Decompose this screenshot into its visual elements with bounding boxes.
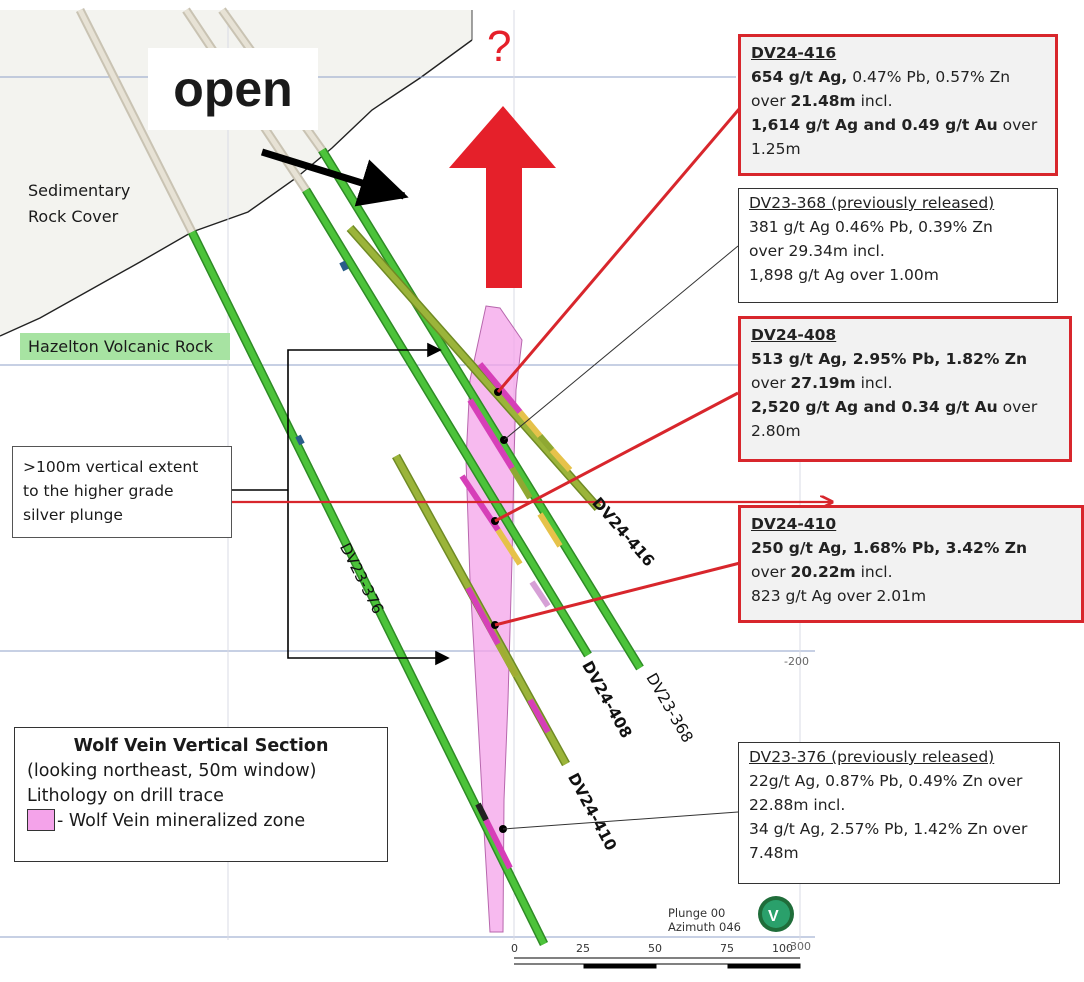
callout-text: 2.80m	[751, 422, 801, 440]
callout-line: over 20.22m incl.	[751, 560, 1071, 584]
open-label: open	[148, 48, 318, 130]
open-arrow	[449, 106, 556, 288]
callout-text: 0.47% Pb, 0.57% Zn	[847, 68, 1011, 86]
legend-line-1: (looking northeast, 50m window)	[27, 761, 317, 781]
callout-line: 22g/t Ag, 0.87% Pb, 0.49% Zn over	[749, 769, 1049, 793]
callout-line: 7.48m	[749, 841, 1049, 865]
callout-text: 1,898 g/t Ag over 1.00m	[749, 266, 939, 284]
scale-label-75: 75	[720, 942, 734, 955]
scale-label-50: 50	[648, 942, 662, 955]
callout-line: 513 g/t Ag, 2.95% Pb, 1.82% Zn	[751, 347, 1059, 371]
callout-dv23-368: DV23-368 (previously released) 381 g/t A…	[738, 188, 1058, 303]
scale-label-25: 25	[576, 942, 590, 955]
svg-text:V: V	[768, 908, 779, 925]
callout-line: 2.80m	[751, 419, 1059, 443]
callout-lines: 381 g/t Ag 0.46% Pb, 0.39% Zn over 29.34m…	[749, 215, 1047, 287]
callout-lines: 513 g/t Ag, 2.95% Pb, 1.82% Zn over 27.19…	[751, 347, 1059, 443]
callout-dv24-410: DV24-410 250 g/t Ag, 1.68% Pb, 3.42% Zn o…	[738, 505, 1084, 623]
callout-text: 27.19m	[790, 374, 856, 392]
callout-text: 22.88m incl.	[749, 796, 846, 814]
elevation-label-300: -300	[786, 940, 811, 953]
cover-contact-line	[0, 39, 473, 337]
grid-lines	[0, 76, 815, 938]
hazelton-label: Hazelton Volcanic Rock	[20, 333, 230, 360]
compass-logo: V	[758, 896, 794, 932]
extent-bracket	[232, 342, 450, 666]
scale-bar	[514, 957, 801, 969]
callout-title: DV24-410	[751, 515, 837, 533]
callout-text: 654 g/t Ag,	[751, 68, 848, 86]
callout-title: DV23-376 (previously released)	[749, 748, 995, 766]
question-mark: ?	[487, 22, 512, 71]
callout-line: 381 g/t Ag 0.46% Pb, 0.39% Zn	[749, 215, 1047, 239]
callout-line: over 29.34m incl.	[749, 239, 1047, 263]
callout-dv24-408: DV24-408 513 g/t Ag, 2.95% Pb, 1.82% Zn o…	[738, 316, 1072, 462]
callout-line: 34 g/t Ag, 2.57% Pb, 1.42% Zn over	[749, 817, 1049, 841]
callout-text: incl.	[855, 374, 893, 392]
callout-line: 22.88m incl.	[749, 793, 1049, 817]
scale-label-100: 100	[772, 942, 793, 955]
legend-swatch	[27, 809, 55, 831]
callout-title: DV23-368 (previously released)	[749, 194, 995, 212]
legend: Wolf Vein Vertical Section (looking nort…	[14, 727, 388, 862]
callout-line: over 27.19m incl.	[751, 371, 1059, 395]
callout-text: 250 g/t Ag, 1.68% Pb, 3.42% Zn	[751, 539, 1028, 557]
scale-label-0: 0	[511, 942, 518, 955]
callout-text: 381 g/t Ag 0.46% Pb, 0.39% Zn	[749, 218, 993, 236]
callout-text: over 29.34m incl.	[749, 242, 885, 260]
callout-text: over	[751, 92, 791, 110]
vertical-extent-note: >100m vertical extent to the higher grad…	[12, 446, 232, 538]
callout-text: 2,520 g/t Ag and 0.34 g/t Au	[751, 398, 998, 416]
pointer-arrow	[260, 148, 409, 207]
legend-swatch-label: - Wolf Vein mineralized zone	[57, 811, 306, 831]
callout-text: over	[751, 563, 791, 581]
orientation-note: Plunge 00 Azimuth 046	[668, 906, 741, 934]
callout-text: 7.48m	[749, 844, 799, 862]
sedimentary-label: Sedimentary Rock Cover	[28, 181, 131, 226]
legend-line-2: Lithology on drill trace	[27, 786, 224, 806]
callout-text: 22g/t Ag, 0.87% Pb, 0.49% Zn over	[749, 772, 1023, 790]
callout-text: 823 g/t Ag over 2.01m	[751, 587, 927, 605]
callout-text: over	[997, 116, 1038, 134]
callout-text: over	[997, 398, 1038, 416]
callout-text: 34 g/t Ag, 2.57% Pb, 1.42% Zn over	[749, 820, 1028, 838]
callout-text: 20.22m	[790, 563, 856, 581]
callout-line: over 21.48m incl.	[751, 89, 1045, 113]
callout-text: 21.48m	[790, 92, 856, 110]
callout-lines: 250 g/t Ag, 1.68% Pb, 3.42% Zn over 20.22…	[751, 536, 1071, 608]
callout-line: 654 g/t Ag, 0.47% Pb, 0.57% Zn	[751, 65, 1045, 89]
callout-line: 1,898 g/t Ag over 1.00m	[749, 263, 1047, 287]
callout-text: over	[751, 374, 791, 392]
callout-text: 1.25m	[751, 140, 801, 158]
callout-line: 250 g/t Ag, 1.68% Pb, 3.42% Zn	[751, 536, 1071, 560]
elevation-label-200: -200	[784, 655, 809, 668]
callout-line: 2,520 g/t Ag and 0.34 g/t Au over	[751, 395, 1059, 419]
callout-text: 513 g/t Ag, 2.95% Pb, 1.82% Zn	[751, 350, 1028, 368]
callout-text: 1,614 g/t Ag and 0.49 g/t Au	[751, 116, 998, 134]
callout-lines: 22g/t Ag, 0.87% Pb, 0.49% Zn over 22.88m …	[749, 769, 1049, 865]
legend-item: - Wolf Vein mineralized zone	[15, 809, 387, 834]
callout-line: 1,614 g/t Ag and 0.49 g/t Au over	[751, 113, 1045, 137]
leader-lines	[494, 107, 742, 830]
callout-dv23-376: DV23-376 (previously released) 22g/t Ag,…	[738, 742, 1060, 884]
callout-text: incl.	[855, 563, 893, 581]
callout-text: incl.	[855, 92, 893, 110]
legend-title: Wolf Vein Vertical Section	[73, 736, 329, 756]
callout-title: DV24-408	[751, 326, 837, 344]
callout-line: 823 g/t Ag over 2.01m	[751, 584, 1071, 608]
callout-title: DV24-416	[751, 44, 837, 62]
callout-line: 1.25m	[751, 137, 1045, 161]
